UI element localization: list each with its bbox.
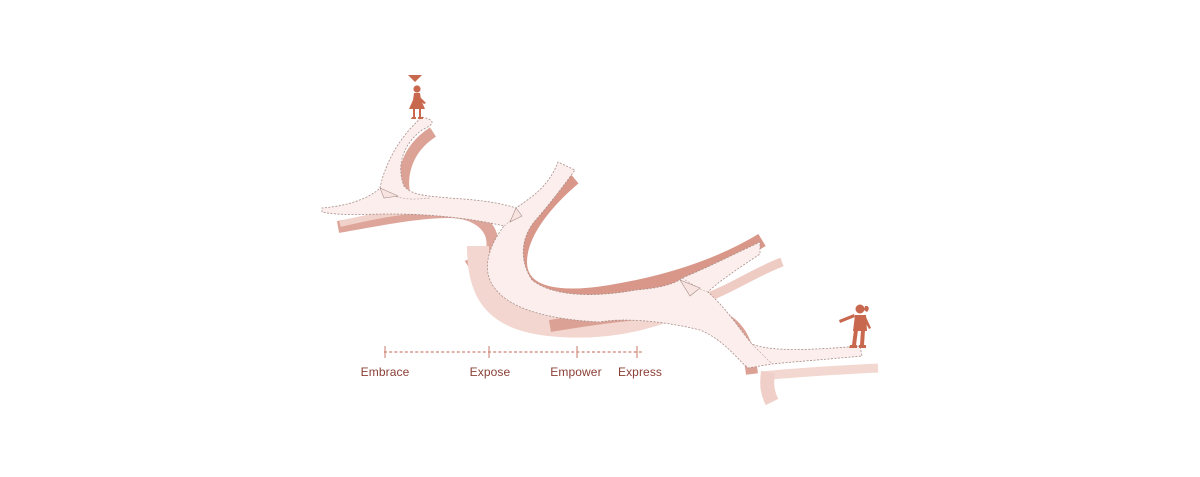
child-figure-right-icon (839, 304, 871, 348)
stage-label-express: Express (618, 365, 662, 379)
stage-timeline: Embrace Expose Empower Express (361, 346, 662, 379)
band-bottom-tail (760, 371, 779, 406)
walkway-branch-mid (509, 207, 523, 223)
walkway-branch-right (679, 279, 701, 297)
band-bottom-right (761, 363, 879, 381)
viewpoint-marker-icon (408, 75, 422, 82)
walkway-branch-left (379, 187, 400, 199)
child-figure-top-icon (409, 85, 426, 119)
band-middle-s (512, 172, 766, 303)
walkway-seam-low (751, 343, 773, 365)
walkway (321, 116, 863, 369)
stage-label-empower: Empower (550, 365, 601, 379)
stage-label-expose: Expose (470, 365, 511, 379)
stage-label-embrace: Embrace (361, 365, 410, 379)
